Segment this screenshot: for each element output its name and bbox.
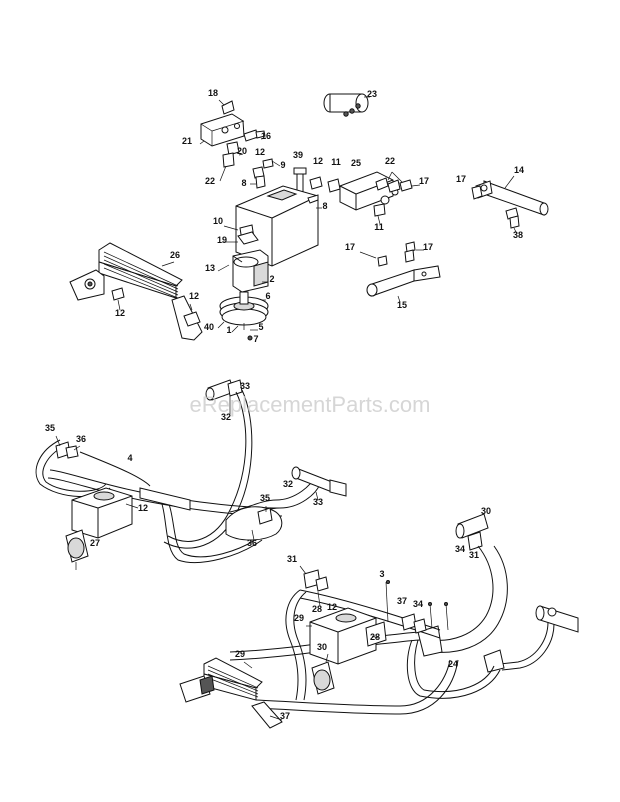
- callout-c33a: 33: [240, 381, 250, 391]
- callout-c34a: 34: [455, 544, 465, 554]
- callout-c32b: 32: [283, 479, 293, 489]
- callout-c25: 25: [351, 158, 361, 168]
- callout-c17a: 17: [419, 176, 429, 186]
- callout-c35b: 35: [260, 493, 270, 503]
- callout-c11b: 11: [374, 222, 384, 232]
- part-33-cylinder: [291, 466, 347, 501]
- callout-c12b: 12: [313, 156, 323, 166]
- callout-c37b: 37: [280, 711, 290, 721]
- part-22-fittings: [375, 171, 421, 193]
- callout-c32a: 32: [221, 412, 231, 422]
- callout-c12d: 12: [115, 308, 125, 318]
- callout-c8a: 8: [241, 178, 246, 188]
- callout-c29a: 29: [294, 613, 304, 623]
- part-24-hose: [417, 545, 508, 657]
- callout-c6: 6: [265, 291, 270, 301]
- watermark-text: eReplacementParts.com: [190, 392, 431, 417]
- callout-c28a: 28: [312, 604, 322, 614]
- callout-c27: 27: [90, 538, 100, 548]
- callout-c14: 14: [514, 165, 524, 175]
- middle-hoses: [35, 389, 321, 564]
- callout-c4: 4: [127, 453, 132, 463]
- callout-c19: 19: [217, 235, 227, 245]
- part-25-valve: [339, 171, 399, 225]
- callout-c15: 15: [397, 300, 407, 310]
- callout-c37a: 37: [397, 596, 407, 606]
- part-27-reservoir: [65, 487, 139, 570]
- callout-c30a: 30: [481, 506, 491, 516]
- callout-c12c: 12: [189, 291, 199, 301]
- callout-c5: 5: [258, 322, 263, 332]
- part-21-valve-block: [199, 99, 267, 182]
- part-11-fitting: [309, 176, 341, 193]
- callout-c3: 3: [379, 569, 384, 579]
- callout-c23: 23: [367, 89, 377, 99]
- part-9-fitting: [250, 158, 281, 189]
- middle-assembly: [35, 379, 347, 570]
- part-23-cylinder: [323, 93, 370, 117]
- callout-c28b: 28: [370, 632, 380, 642]
- part-26-oil-cooler: [69, 242, 203, 341]
- part-39-bolt: [293, 167, 307, 208]
- callout-c26: 26: [170, 250, 180, 260]
- callout-c40: 40: [204, 322, 214, 332]
- callout-c29b: 29: [235, 649, 245, 659]
- callout-c1: 1: [226, 325, 231, 335]
- callout-c39: 39: [293, 150, 303, 160]
- reservoir-tank: [235, 185, 322, 267]
- callout-c12e: 12: [138, 503, 148, 513]
- callout-c24: 24: [448, 659, 458, 669]
- callout-c20: 20: [237, 146, 247, 156]
- callout-c17b: 17: [456, 174, 466, 184]
- callout-c22b: 22: [205, 176, 215, 186]
- callout-c22a: 22: [385, 156, 395, 166]
- part-30-cylinder: [455, 513, 489, 551]
- callout-c30b: 30: [317, 642, 327, 652]
- callout-c34b: 34: [413, 599, 423, 609]
- callout-c17c: 17: [345, 242, 355, 252]
- callout-c10: 10: [213, 216, 223, 226]
- callout-c38: 38: [513, 230, 523, 240]
- part-37-fittings: [385, 580, 449, 634]
- part-right-cylinder: [483, 605, 579, 673]
- callout-c31a: 31: [469, 550, 479, 560]
- callout-c16: 16: [261, 131, 271, 141]
- callout-c13: 13: [205, 263, 215, 273]
- callout-c36b: 36: [247, 538, 257, 548]
- callout-c36a: 36: [76, 434, 86, 444]
- bottom-reservoir: [306, 607, 387, 695]
- callout-c18: 18: [208, 88, 218, 98]
- bottom-assembly: [179, 513, 579, 729]
- part-32-cylinder: [205, 379, 243, 414]
- callout-c11a: 11: [331, 157, 341, 167]
- callout-c8b: 8: [322, 201, 327, 211]
- part-29-oil-cooler: [179, 657, 283, 729]
- callout-c31b: 31: [287, 554, 297, 564]
- callout-c33b: 33: [313, 497, 323, 507]
- callout-c17d: 17: [423, 242, 433, 252]
- part-14-cylinder: [471, 175, 549, 235]
- pump-assembly: [217, 224, 269, 341]
- callout-c35a: 35: [45, 423, 55, 433]
- callout-c12a: 12: [255, 147, 265, 157]
- callout-c12f: 12: [327, 602, 337, 612]
- top-assembly: [69, 93, 549, 341]
- part-35-fittings: [55, 435, 273, 541]
- callout-c21: 21: [182, 136, 192, 146]
- callout-c7: 7: [253, 334, 258, 344]
- callout-c2: 2: [269, 274, 274, 284]
- callout-c9: 9: [280, 160, 285, 170]
- part-31-fittings: [299, 565, 329, 607]
- part-15-cylinder: [359, 241, 441, 303]
